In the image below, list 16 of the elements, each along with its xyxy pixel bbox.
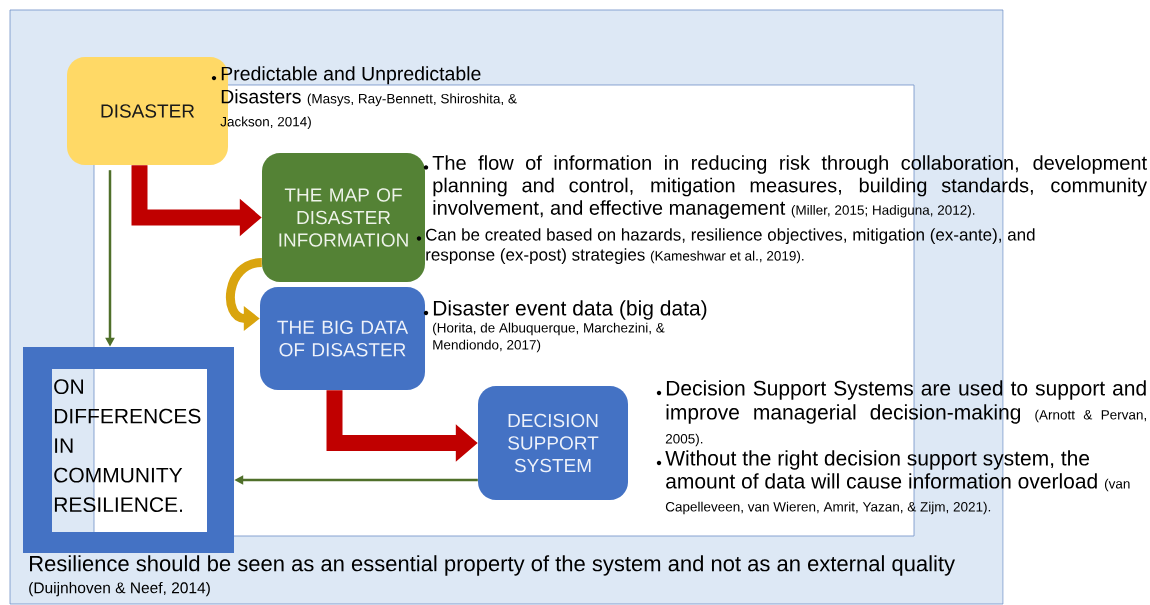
bullet-item: Decision Support Systems are used to support and improve managerial decision-making (Arnott & Pervan, 2005). — [656, 380, 1146, 447]
result-box: ON DIFFERENCES IN COMMUNITY RESILIENCE. — [23, 347, 234, 553]
node-label: (Arnott & Pervan, — [1035, 409, 1146, 423]
node-label: Without the right decision support system, the amount of data will cause information overload — [665, 450, 1097, 489]
node-label: Decision Support Systems are used to support and — [666, 380, 1146, 400]
process-box: DECISION SUPPORT SYSTEM — [478, 386, 628, 500]
process-box: THE MAP OF DISASTER INFORMATION — [262, 153, 425, 282]
bullet-item: Without the right decision support system, the amount of data will cause information overload (van Capelleveen, van Wieren, Amrit, Yazan, & Zijm, 2021). — [656, 450, 1130, 515]
node-label: (van — [1104, 478, 1130, 492]
note-text: Resilience should be seen as an essential property of the system and not as an external quality (Duijnhoven & Neef, 2014) — [29, 555, 955, 597]
bullet-item: The flow of information in reducing risk through collaboration, development planning and control, mitigation measures, building standards, community involvement, and effective management (Miller, 2015; Hadiguna, 2012). — [423, 155, 1148, 219]
node-label: Capelleveen, van Wieren, Amrit, Yazan, & Zijm, 2021). — [665, 501, 991, 515]
process-box: THE BIG DATA OF DISASTER — [260, 287, 425, 390]
bullet-item: Disaster event data (big data) (Horita, de Albuquerque, Marchezini, & Mendiondo, 2017) — [423, 300, 707, 353]
node-label: improve managerial decision-making — [666, 404, 1021, 424]
node-label: 2005). — [665, 433, 703, 447]
